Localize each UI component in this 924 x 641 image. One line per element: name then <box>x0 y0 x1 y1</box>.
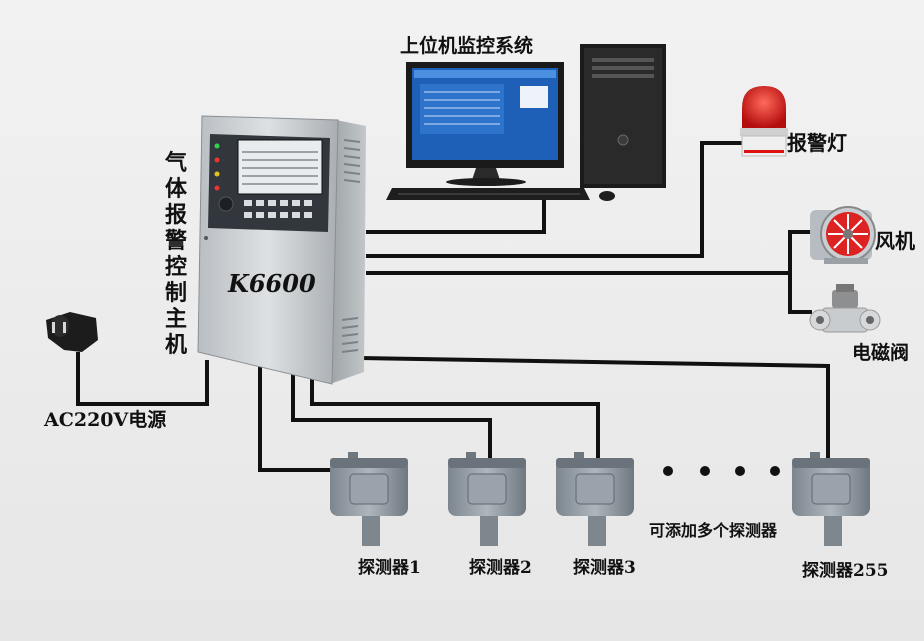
valve-label: 电磁阀 <box>852 341 909 364</box>
page-title: 上位机监控系统 <box>400 34 533 57</box>
alarm-light-icon <box>740 86 788 157</box>
detector-label: 探测器2 <box>469 557 532 578</box>
detector-2 <box>448 452 526 546</box>
power-cable <box>76 352 209 406</box>
detector-255 <box>792 452 870 546</box>
detector-label: 探测器1 <box>358 557 421 578</box>
vertical-char: 报 <box>165 202 187 228</box>
controller-vertical-label: 气 体 报 警 控 制 主 机 <box>164 150 188 358</box>
detector-label: 探测器3 <box>573 557 636 578</box>
detector-255-cable <box>359 356 830 458</box>
vertical-char: 气 <box>164 150 187 176</box>
detector-1-cable <box>258 366 330 472</box>
keyboard-icon <box>386 188 590 200</box>
fan-label: 风机 <box>875 229 915 253</box>
valve-cable <box>788 273 812 314</box>
mouse-icon <box>599 191 615 201</box>
detector-1 <box>330 452 408 546</box>
fan-cable <box>366 230 812 275</box>
monitor-icon <box>406 62 564 186</box>
controller-model: K6600 <box>227 269 316 298</box>
power-plug-icon <box>46 312 98 352</box>
vertical-char: 制 <box>165 280 187 306</box>
vertical-char: 警 <box>164 228 187 254</box>
pc-cable <box>366 197 546 234</box>
controller-lcd <box>237 139 323 195</box>
detector-label: 探测器255 <box>802 560 889 581</box>
vertical-char: 体 <box>165 176 188 202</box>
detector-2-cable <box>291 373 492 458</box>
vertical-char: 控 <box>165 254 187 280</box>
more-detectors-dots <box>663 466 780 476</box>
alarm-light-cable <box>366 141 742 258</box>
detector-3 <box>556 452 634 546</box>
solenoid-valve-icon <box>809 284 881 333</box>
vertical-char: 机 <box>165 332 187 358</box>
vertical-char: 主 <box>165 306 187 332</box>
pc-tower-icon <box>580 44 666 188</box>
controller-cabinet <box>197 115 366 385</box>
power-label: AC220V电源 <box>43 408 166 431</box>
alarm-light-label: 报警灯 <box>787 131 847 155</box>
detector-3-cable <box>310 373 600 458</box>
wiring <box>76 141 830 472</box>
expand-note: 可添加多个探测器 <box>649 521 778 540</box>
fan-icon <box>810 206 876 264</box>
